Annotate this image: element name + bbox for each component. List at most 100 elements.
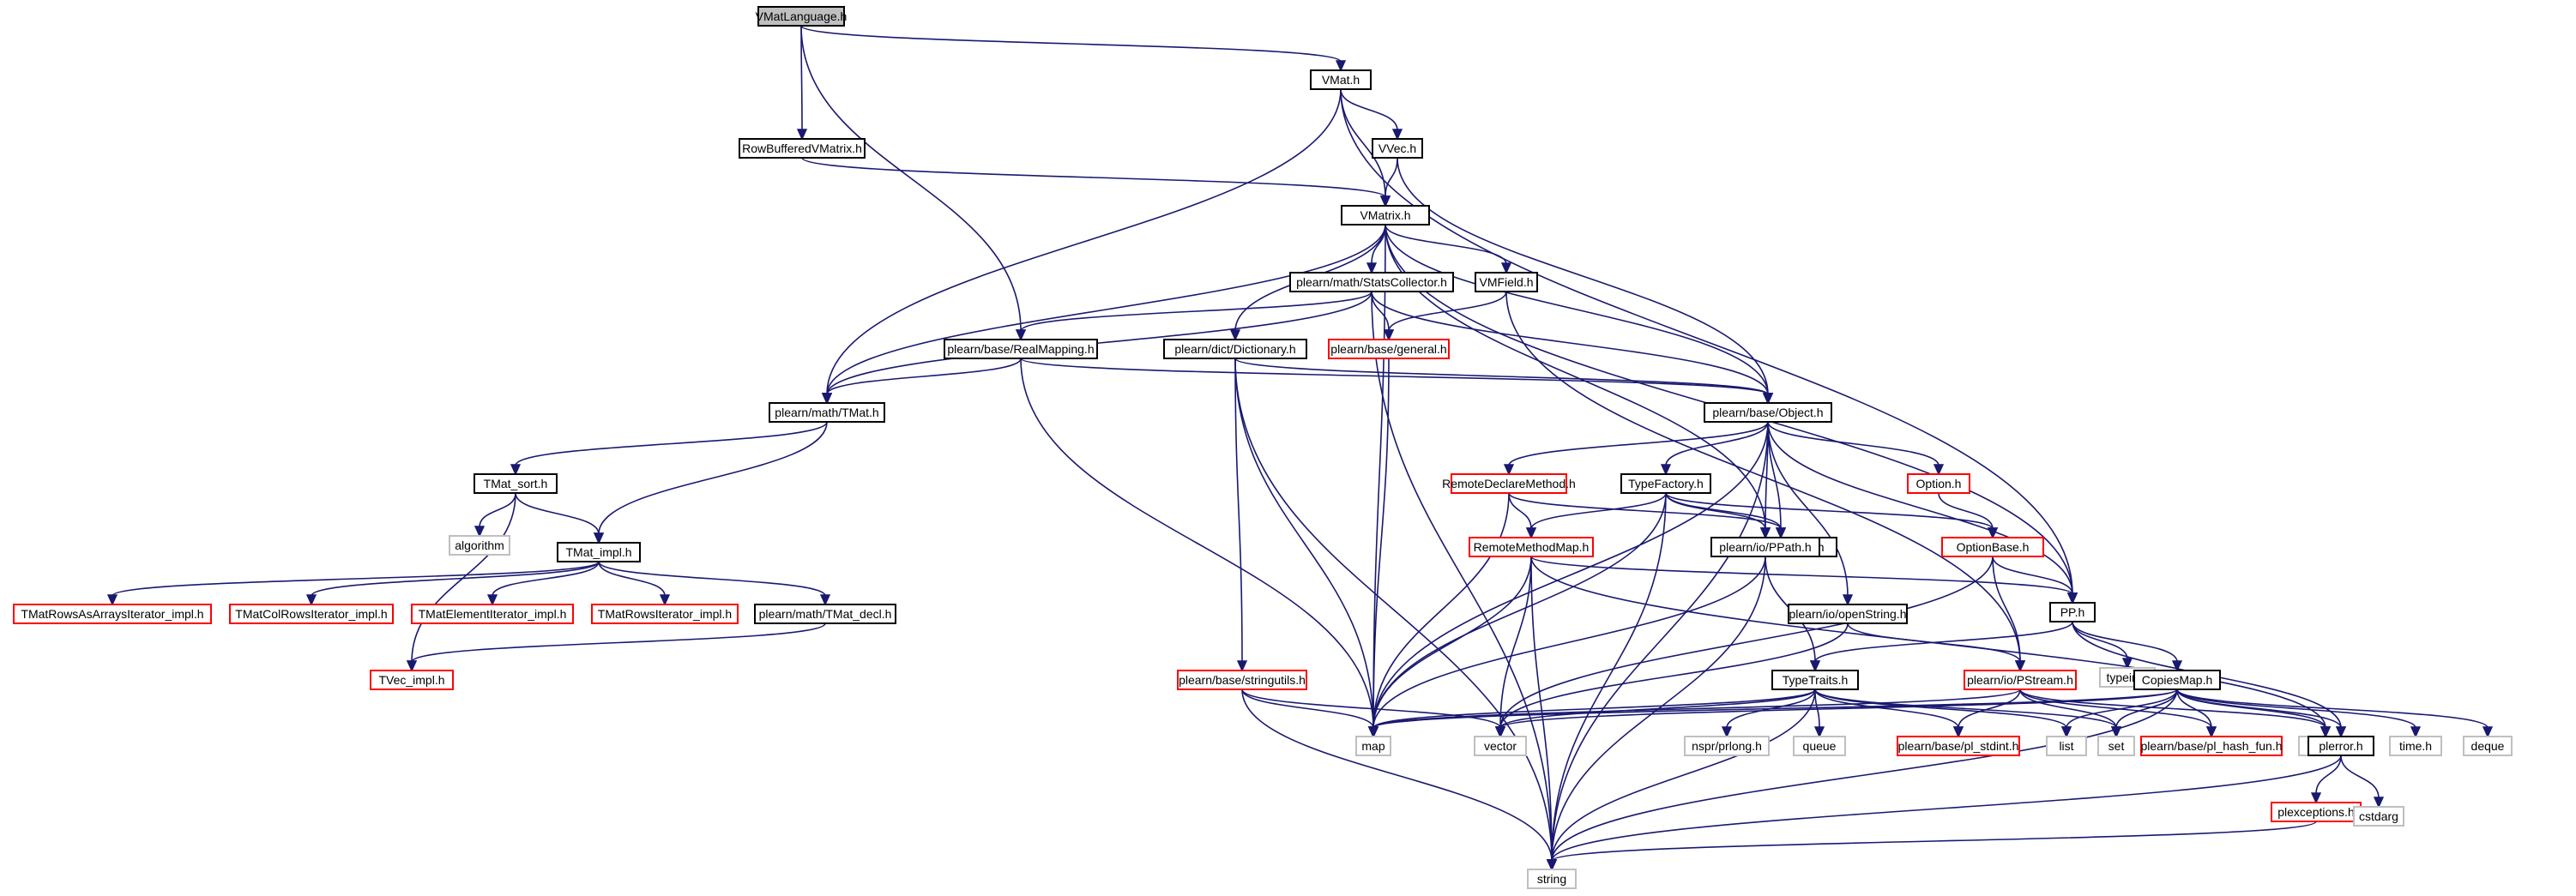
node-box	[474, 473, 558, 494]
node-label: vector	[1484, 739, 1517, 753]
node-vmatlanguage-h[interactable]: VMatLanguage.h	[756, 6, 848, 27]
node-label: plearn/io/openString.h	[1789, 607, 1907, 621]
edges-layer	[106, 25, 2494, 871]
node-vmfield-h[interactable]: VMField.h	[1475, 272, 1538, 292]
edge-typetraits-h-to-set	[1814, 689, 2122, 738]
node-box	[2049, 602, 2096, 622]
edge-vmatlanguage-h-to-plearn-base-realmapping-h	[800, 25, 1027, 341]
node-label: VMatrix.h	[1360, 208, 1410, 222]
node-plearn-base-stringutils-h[interactable]: plearn/base/stringutils.h	[1177, 670, 1307, 690]
node-vmatrix-h[interactable]: VMatrix.h	[1341, 205, 1430, 226]
edge-typefactory-h-to-map	[1367, 492, 1667, 738]
node-remotemethodmap-h[interactable]: RemoteMethodMap.h	[1469, 537, 1594, 557]
node-label: plearn/io/PPath.h	[1719, 540, 1811, 554]
node-option-h[interactable]: Option.h	[1907, 473, 1970, 494]
node-label: TMatColRowsIterator_impl.h	[235, 607, 387, 621]
node-label: Option.h	[1916, 477, 1962, 490]
node-plearn-base-pl-stdint-h[interactable]: plearn/base/pl_stdint.h	[1897, 736, 2020, 756]
node-tmatrowsasarraysiterator-impl-h[interactable]: TMatRowsAsArraysIterator_impl.h	[13, 604, 212, 624]
node-plearn-math-tmat-decl-h[interactable]: plearn/math/TMat_decl.h	[754, 604, 896, 624]
node-label: PP.h	[2060, 605, 2085, 619]
node-plexceptions-h[interactable]: plexceptions.h	[2271, 802, 2362, 822]
node-box	[2140, 736, 2283, 756]
node-copiesmap-h[interactable]: CopiesMap.h	[2133, 670, 2221, 690]
node-box	[449, 535, 510, 556]
node-label: string	[1537, 872, 1566, 886]
node-remotedeclaremethod-h[interactable]: RemoteDeclareMethod.h	[1442, 473, 1576, 494]
edge-tmat-sort-h-to-tmat-impl-h	[515, 492, 605, 544]
node-plerror-h[interactable]: plerror.h	[2308, 736, 2374, 756]
node-set: set	[2097, 736, 2135, 756]
node-label: RowBufferedVMatrix.h	[742, 141, 862, 155]
edge-plearn-dict-dictionary-h-to-plearn-base-stringutils-h	[1234, 358, 1248, 672]
edge-vmatlanguage-h-to-rowbufferedvmatrix-h	[796, 25, 808, 141]
node-plearn-math-tmat-h[interactable]: plearn/math/TMat.h	[769, 402, 885, 423]
node-box	[591, 604, 739, 624]
node-tmatcolrowsiterator-impl-h[interactable]: TMatColRowsIterator_impl.h	[229, 604, 394, 624]
node-plearn-io-openstring-h[interactable]: plearn/io/openString.h	[1788, 604, 1908, 624]
node-queue: queue	[1793, 736, 1846, 756]
node-box	[1310, 69, 1372, 90]
node-tmat-impl-h[interactable]: TMat_impl.h	[557, 542, 641, 562]
edge-plearn-dict-dictionary-h-to-plearn-base-object-h	[1234, 358, 1774, 405]
node-tvec-impl-h[interactable]: TVec_impl.h	[370, 670, 454, 690]
node-plearn-io-ppath-h[interactable]: plearn/io/PPath.h	[1710, 537, 1820, 557]
edge-tmat-impl-h-to-tmatrowsasarraysiterator-impl-h	[106, 561, 600, 606]
node-box	[1620, 473, 1711, 494]
node-label: VVec.h	[1378, 141, 1416, 155]
edge-plerror-h-to-string	[1546, 755, 2342, 871]
node-rowbufferedvmatrix-h[interactable]: RowBufferedVMatrix.h	[739, 138, 866, 159]
edge-copiesmap-h-to-deque	[2176, 689, 2494, 738]
node-plearn-base-general-h[interactable]: plearn/base/general.h	[1328, 339, 1450, 359]
edge-plearn-math-tmat-decl-h-to-tvec-impl-h	[406, 622, 826, 672]
node-label: nspr/prlong.h	[1692, 739, 1762, 753]
node-plearn-io-pstream-h[interactable]: plearn/io/PStream.h	[1964, 670, 2077, 690]
node-plearn-dict-dictionary-h[interactable]: plearn/dict/Dictionary.h	[1163, 339, 1307, 359]
node-vector: vector	[1474, 736, 1527, 756]
node-pp-h[interactable]: PP.h	[2049, 602, 2096, 622]
node-plearn-base-realmapping-h[interactable]: plearn/base/RealMapping.h	[944, 339, 1098, 359]
node-label: TypeTraits.h	[1783, 673, 1849, 687]
node-typefactory-h[interactable]: TypeFactory.h	[1620, 473, 1711, 494]
node-plearn-base-object-h[interactable]: plearn/base/Object.h	[1704, 402, 1832, 423]
node-label: TMat_impl.h	[565, 545, 631, 559]
node-vmat-h[interactable]: VMat.h	[1310, 69, 1372, 90]
edge-plerror-h-to-plexceptions-h	[2310, 755, 2342, 804]
edge-plearn-io-pstream-h-to-plearn-base-pl-stdint-h	[1952, 689, 2021, 738]
node-label: TypeFactory.h	[1628, 477, 1704, 490]
node-tmatrowsiterator-impl-h[interactable]: TMatRowsIterator_impl.h	[591, 604, 739, 624]
node-typetraits-h[interactable]: TypeTraits.h	[1771, 670, 1859, 690]
node-box	[754, 604, 896, 624]
node-plearn-math-statscollector-h[interactable]: plearn/math/StatsCollector.h	[1289, 272, 1454, 292]
node-label: RemoteMethodMap.h	[1474, 540, 1590, 554]
node-tmat-sort-h[interactable]: TMat_sort.h	[474, 473, 558, 494]
edge-rowbufferedvmatrix-h-to-vmatrix-h	[801, 157, 1391, 207]
node-box	[757, 6, 845, 27]
edge-plearn-base-stringutils-h-to-map	[1241, 689, 1379, 738]
edge-plearn-base-general-h-to-map	[1367, 358, 1390, 738]
node-box	[769, 402, 885, 423]
edge-option-h-to-optionbase-h	[1938, 492, 1999, 539]
node-map: map	[1355, 736, 1391, 756]
edge-vmatrix-h-to-vmfield-h	[1385, 224, 1512, 274]
node-vvec-h[interactable]: VVec.h	[1372, 138, 1423, 159]
node-box	[1964, 670, 2077, 690]
edge-copiesmap-h-to-vector	[1494, 689, 2178, 738]
node-plearn-base-pl-hash-fun-h[interactable]: plearn/base/pl_hash_fun.h	[2140, 736, 2283, 756]
node-box	[411, 604, 574, 624]
node-label: OptionBase.h	[1957, 540, 2030, 554]
node-box	[2389, 736, 2442, 756]
node-box	[2308, 736, 2374, 756]
node-label: plearn/base/pl_hash_fun.h	[2140, 739, 2282, 753]
edge-vmat-h-to-vvec-h	[1340, 88, 1403, 141]
node-label: time.h	[2399, 739, 2432, 753]
node-box	[1907, 473, 1970, 494]
edge-plearn-dict-dictionary-h-to-string	[1234, 358, 1558, 871]
node-box	[557, 542, 641, 562]
edge-vmatrix-h-to-plearn-math-tmat-h	[821, 224, 1386, 405]
node-tmatelementiterator-impl-h[interactable]: TMatElementIterator_impl.h	[411, 604, 574, 624]
node-box	[1771, 670, 1859, 690]
node-optionbase-h[interactable]: OptionBase.h	[1941, 537, 2044, 557]
edge-tmat-sort-h-to-algorithm	[474, 492, 516, 538]
